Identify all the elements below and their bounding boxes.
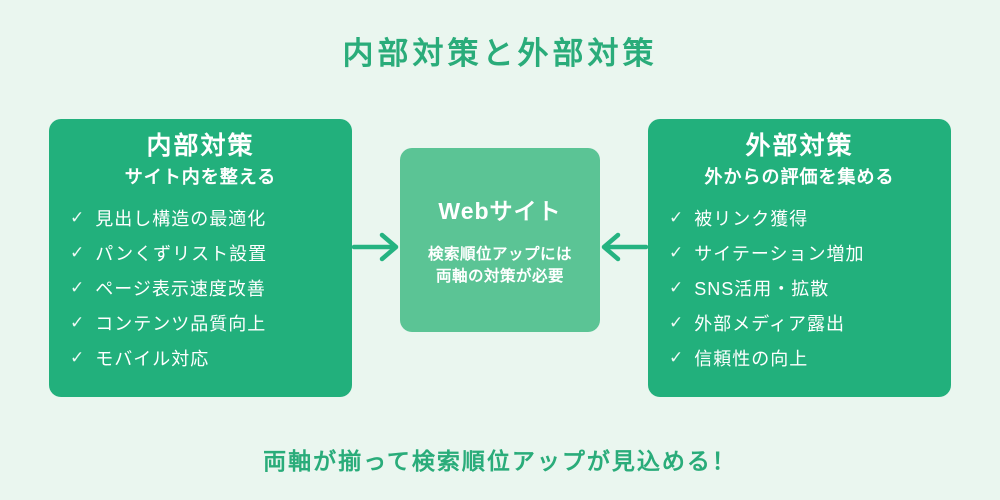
check-icon: ✓ [669, 242, 685, 262]
check-icon: ✓ [669, 207, 685, 227]
external-box-title: 外部対策 [745, 132, 854, 160]
footer-message: 両軸が揃って検索順位アップが見込める！ [263, 448, 737, 474]
arrow-left-icon [601, 232, 648, 262]
list-item-label: パンくずリスト設置 [95, 243, 268, 264]
website-box-title: Webサイト [438, 198, 562, 224]
check-icon: ✓ [70, 242, 86, 262]
external-measures-box: 外部対策 外からの評価を集める ✓ 被リンク獲得 ✓ サイテーション増加 ✓ S… [648, 119, 951, 397]
check-icon: ✓ [70, 312, 86, 332]
check-icon: ✓ [669, 312, 685, 332]
description-line-1: 検索順位アップには [427, 246, 572, 263]
list-item-label: コンテンツ品質向上 [95, 313, 267, 334]
list-item-label: 被リンク獲得 [694, 208, 809, 229]
list-item: ✓ 被リンク獲得 [669, 200, 951, 235]
website-box-description: 検索順位アップには 両軸の対策が必要 [428, 244, 572, 288]
description-line-2: 両軸の対策が必要 [435, 268, 564, 285]
internal-box-title: 内部対策 [146, 132, 255, 160]
list-item: ✓ コンテンツ品質向上 [70, 305, 352, 340]
internal-checklist: ✓ 見出し構造の最適化 ✓ パンくずリスト設置 ✓ ページ表示速度改善 ✓ コン… [49, 200, 352, 375]
website-box: Webサイト 検索順位アップには 両軸の対策が必要 [400, 148, 600, 332]
list-item: ✓ サイテーション増加 [669, 235, 951, 270]
page-title: 内部対策と外部対策 [342, 36, 658, 71]
list-item: ✓ ページ表示速度改善 [70, 270, 352, 305]
list-item-label: SNS活用・拡散 [694, 278, 830, 299]
list-item-label: サイテーション増加 [694, 243, 865, 264]
check-icon: ✓ [669, 277, 685, 297]
external-checklist: ✓ 被リンク獲得 ✓ サイテーション増加 ✓ SNS活用・拡散 ✓ 外部メディア… [648, 200, 951, 375]
list-item-label: モバイル対応 [95, 348, 210, 369]
internal-measures-box: 内部対策 サイト内を整える ✓ 見出し構造の最適化 ✓ パンくずリスト設置 ✓ … [49, 119, 352, 397]
list-item: ✓ SNS活用・拡散 [669, 270, 951, 305]
list-item: ✓ 信頼性の向上 [669, 340, 951, 375]
check-icon: ✓ [70, 347, 86, 367]
list-item-label: ページ表示速度改善 [95, 278, 266, 299]
list-item: ✓ 外部メディア露出 [669, 305, 951, 340]
list-item: ✓ モバイル対応 [70, 340, 352, 375]
check-icon: ✓ [669, 347, 685, 367]
list-item: ✓ パンくずリスト設置 [70, 235, 352, 270]
list-item-label: 見出し構造の最適化 [95, 208, 267, 229]
arrow-right-icon [352, 232, 399, 262]
list-item: ✓ 見出し構造の最適化 [70, 200, 352, 235]
check-icon: ✓ [70, 277, 86, 297]
internal-box-subtitle: サイト内を整える [124, 167, 277, 187]
external-box-subtitle: 外からの評価を集める [704, 167, 895, 187]
list-item-label: 外部メディア露出 [694, 313, 845, 334]
check-icon: ✓ [70, 207, 86, 227]
list-item-label: 信頼性の向上 [694, 348, 809, 369]
